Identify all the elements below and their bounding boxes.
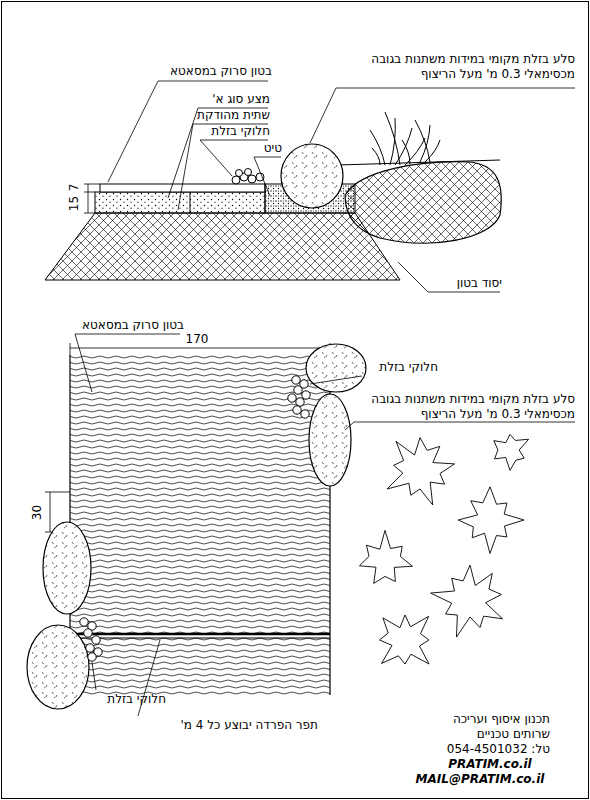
concrete-foundation [45,213,400,280]
rock-texture [281,144,343,208]
shrub-symbol [458,487,524,554]
plant-leaf [415,120,430,162]
callout-label: תכנון איסוף ועריכה [415,712,550,727]
dimension-text: 170 [180,332,214,347]
basalt-pebbles [232,169,264,185]
broomed-concrete [70,355,330,695]
plan-view [27,334,575,716]
callout-label: חלוקי בזלת [362,360,438,375]
dimension-line [45,343,330,532]
dimension-text: 15 [67,194,82,214]
callout-label: חלוקי בזלת [197,124,270,139]
callout-label: תפר הפרדה יבוצע כל 4 מ' [112,718,318,733]
shrub-symbol [387,438,454,505]
callout-label: טל: 054-4501032 [415,742,550,757]
callout-label: יסוד בטון [426,276,502,291]
dimension-text: 30 [30,502,45,524]
pebble [92,636,100,644]
pebble [293,406,301,414]
basalt-rock [281,144,343,208]
rock-texture [27,344,366,709]
callout-label: PRATIM.co.il [430,757,550,772]
pebble [302,391,310,399]
plant-leaf [395,128,412,165]
plant-leaf [372,148,380,165]
basalt-rock [27,344,366,709]
pebble [296,398,304,406]
pebble [80,618,88,626]
shrub-symbol [359,530,412,583]
pebble [84,629,92,637]
plant-symbols [359,434,528,664]
callout-label: בטון סרוק במסאטא [160,64,272,79]
callout-label: טיט [252,141,282,156]
section-view [45,81,575,292]
slab-edge [70,355,330,695]
callout-label: סלע בזלת מקומי במידות משתנות בגובה מכסימ… [335,392,575,422]
callout-label: בטון סרוק במסאטא [72,318,184,333]
dimension-line [84,184,100,213]
callout-label: מצע סוג א' [200,92,270,107]
callout-label: חלוקי בזלת [90,692,166,707]
shrub-symbol [380,615,430,664]
plant-leaf [390,118,395,165]
shrub-symbol [494,434,529,470]
separation-joint [70,633,330,636]
callout-label: שרותים טכניים [415,727,550,742]
soil-mound [345,162,501,243]
pebble [301,410,309,418]
callout-label: סלע בזלת מקומי במידות משתנות בגובה מכסימ… [335,52,575,82]
soil-surface [338,160,500,165]
dimension-text: 7 [67,178,82,198]
leader-lines [108,81,575,292]
callout-label: MAIL@PRATIM.co.il [410,772,550,787]
pebble [288,394,296,402]
base-layer [95,192,265,213]
leader-lines [75,334,575,716]
pebble [294,386,302,394]
layer-joint [190,192,191,213]
plants [370,112,440,165]
shrub-symbol [431,565,503,637]
plant-leaf [385,112,400,165]
separation-joint [70,638,330,639]
plant-leaf [402,140,410,164]
pebble [86,644,94,652]
pebble [292,376,300,384]
pebble [88,653,96,661]
basalt-pebbles [80,376,310,661]
plant-leaf [370,130,385,165]
callout-label: שתית מהודקת [192,108,270,123]
